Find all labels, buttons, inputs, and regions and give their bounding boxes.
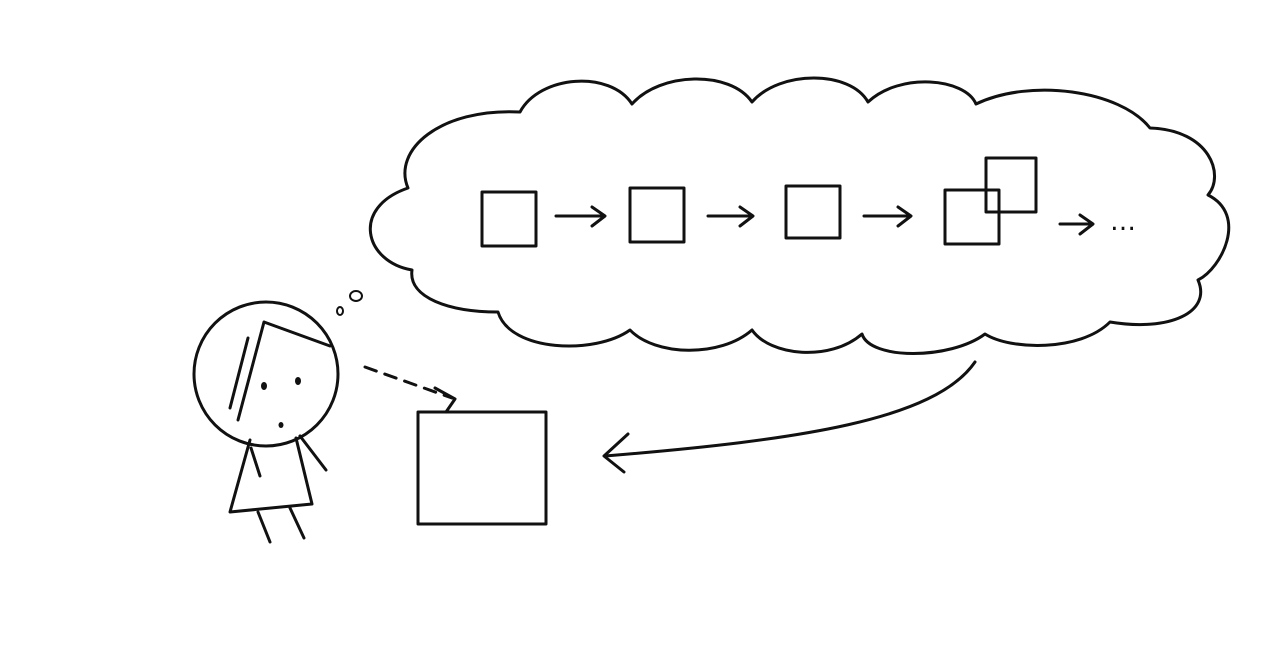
real-block: [416, 410, 548, 526]
thought-sequence: …: [480, 156, 1136, 248]
sequence-ellipsis: …: [1110, 207, 1136, 237]
sequence-block-4-back: [984, 156, 1038, 214]
arrow-icon: [862, 205, 913, 228]
curved-arrow: [603, 360, 977, 458]
person-eye-left: [261, 382, 267, 390]
dashed-arrow: [363, 365, 454, 400]
arrow-icon: [1058, 213, 1095, 236]
person-arm-left: [249, 446, 262, 478]
person-eye-right: [295, 377, 301, 385]
stick-person: [192, 300, 340, 544]
person-hair: [228, 320, 332, 422]
person-body: [228, 436, 314, 514]
sequence-block-2-dark: [628, 186, 686, 244]
sequence-block-3: [784, 184, 842, 240]
arrow-head-icon: [433, 386, 457, 414]
person-arm-right: [298, 434, 328, 472]
thought-cloud: [368, 76, 1231, 355]
thought-dot-small: [336, 306, 344, 316]
person-leg-right: [288, 506, 306, 540]
arrow-icon: [706, 205, 755, 228]
person-head: [192, 300, 340, 448]
thought-dot-large: [349, 290, 363, 302]
sequence-block-4-front: [943, 188, 1001, 246]
arrow-icon: [554, 205, 607, 228]
sequence-block-1: [480, 190, 538, 248]
person-leg-left: [256, 510, 272, 544]
person-mouth: [278, 422, 284, 428]
arrow-head-icon: [602, 432, 630, 474]
